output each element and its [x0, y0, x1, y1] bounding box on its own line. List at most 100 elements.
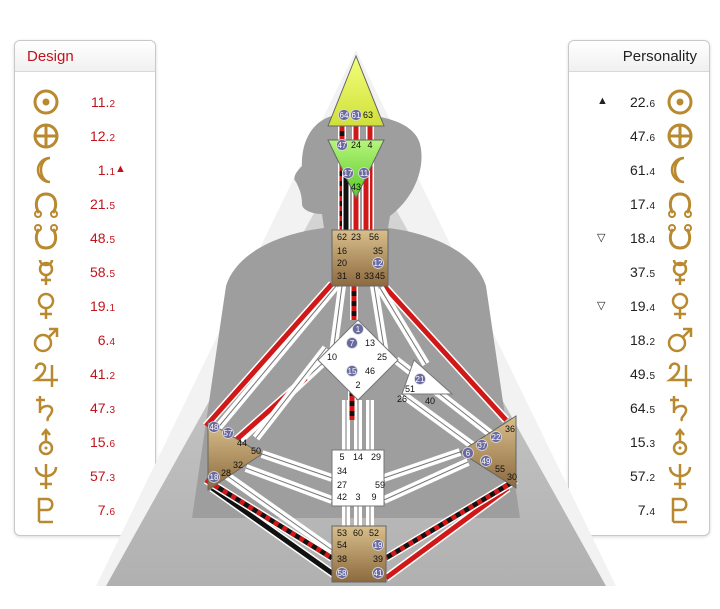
gate-active-marker: [208, 471, 220, 483]
uranus-icon: [672, 427, 688, 456]
gate-label: 49: [482, 457, 491, 466]
gate-label: 28: [221, 468, 231, 478]
channel: [383, 451, 461, 479]
personality-gate-value: 49.5: [629, 366, 655, 382]
south-node-icon: [34, 224, 58, 250]
personality-gate-value: 19.4: [629, 298, 655, 314]
design-gate-value: 19.1: [89, 298, 115, 314]
mercury-icon: [38, 259, 54, 285]
mercury-icon: [672, 259, 688, 285]
gate-label: 20: [337, 258, 347, 268]
personality-row: 61.4: [569, 153, 709, 189]
earth-icon: [33, 123, 59, 149]
gate-label: 22: [492, 433, 501, 442]
personality-gate-value: 22.6: [629, 94, 655, 110]
spleen-center: [207, 421, 263, 491]
channel: [210, 485, 338, 579]
channel: [379, 287, 427, 365]
north-node-icon: [34, 192, 58, 218]
personality-gate-value: 37.5: [629, 264, 655, 280]
design-gate-value: 48.5: [89, 230, 115, 246]
gate-label: 27: [337, 480, 347, 490]
gate-label: 62: [337, 232, 347, 242]
personality-gate-value: 18.4: [629, 230, 655, 246]
gate-active-marker: [346, 337, 358, 349]
channel: [261, 453, 333, 479]
channel: [383, 461, 469, 501]
gate-active-marker: [372, 539, 384, 551]
personality-row: 19.4▽: [569, 289, 709, 325]
gate-label: 8: [355, 271, 360, 281]
gate-label: 6: [466, 449, 471, 458]
gate-label: 36: [505, 424, 515, 434]
personality-row: 18.2: [569, 323, 709, 359]
design-row: 1.1▲: [15, 153, 155, 189]
design-row: 6.4: [15, 323, 155, 359]
gate-label: 57: [224, 429, 233, 438]
ajna-center: [327, 139, 385, 200]
personality-row: 22.6▲: [569, 85, 709, 121]
gate-label: 51: [405, 384, 415, 394]
gate-label: 47: [338, 141, 347, 150]
design-row: 11.2: [15, 85, 155, 121]
gate-label: 31: [337, 271, 347, 281]
gate-label: 59: [375, 480, 385, 490]
gate-label: 24: [351, 140, 361, 150]
gate-label: 9: [371, 492, 376, 502]
design-gate-value: 21.5: [89, 196, 115, 212]
gate-label: 18: [210, 473, 219, 482]
head-center: [327, 54, 385, 127]
gate-label: 53: [337, 528, 347, 538]
personality-gate-value: 7.4: [637, 502, 655, 518]
personality-row: 37.5: [569, 255, 709, 291]
gate-active-marker: [336, 139, 348, 151]
personality-row: 17.4: [569, 187, 709, 223]
gate-label: 58: [338, 569, 347, 578]
mars-icon: [33, 327, 59, 353]
gate-label: 37: [478, 441, 487, 450]
gate-label: 29: [371, 452, 381, 462]
sun-icon: [33, 89, 59, 115]
design-gate-value: 6.4: [97, 332, 115, 348]
gate-label: 60: [353, 528, 363, 538]
uranus-icon: [38, 427, 54, 456]
gate-label: 45: [375, 271, 385, 281]
channel: [401, 393, 477, 449]
gate-label: 39: [373, 554, 383, 564]
gate-label: 21: [416, 375, 425, 384]
channel: [204, 282, 334, 428]
gate-label: 52: [369, 528, 379, 538]
saturn-icon: [36, 396, 54, 422]
sacral-center: [331, 449, 385, 507]
personality-gate-value: 57.2: [629, 468, 655, 484]
design-gate-value: 47.3: [89, 400, 115, 416]
gate-label: 48: [210, 423, 219, 432]
gate-label: 50: [251, 446, 261, 456]
gate-label: 10: [327, 352, 337, 362]
gate-label: 42: [337, 492, 347, 502]
design-row: 7.6: [15, 493, 155, 529]
gate-label: 30: [507, 472, 517, 482]
gate-label: 7: [350, 339, 355, 348]
gate-active-marker: [358, 167, 370, 179]
gate-label: 40: [425, 396, 435, 406]
gate-label: 1: [356, 325, 361, 334]
personality-gate-value: 47.6: [629, 128, 655, 144]
design-row: 58.5: [15, 255, 155, 291]
gate-label: 12: [374, 259, 383, 268]
personality-row: 57.2: [569, 459, 709, 495]
channel: [204, 477, 334, 561]
saturn-icon: [670, 396, 688, 422]
design-gate-value: 57.3: [89, 468, 115, 484]
gate-label: 23: [351, 232, 361, 242]
gate-label: 35: [373, 246, 383, 256]
gate-active-marker: [208, 421, 220, 433]
venus-icon: [37, 292, 55, 319]
gate-active-marker: [338, 109, 350, 121]
gate-label: 16: [337, 246, 347, 256]
gate-active-marker: [342, 167, 354, 179]
gate-label: 14: [353, 452, 363, 462]
solar-plexus-center: [459, 415, 517, 489]
personality-gate-value: 15.3: [629, 434, 655, 450]
